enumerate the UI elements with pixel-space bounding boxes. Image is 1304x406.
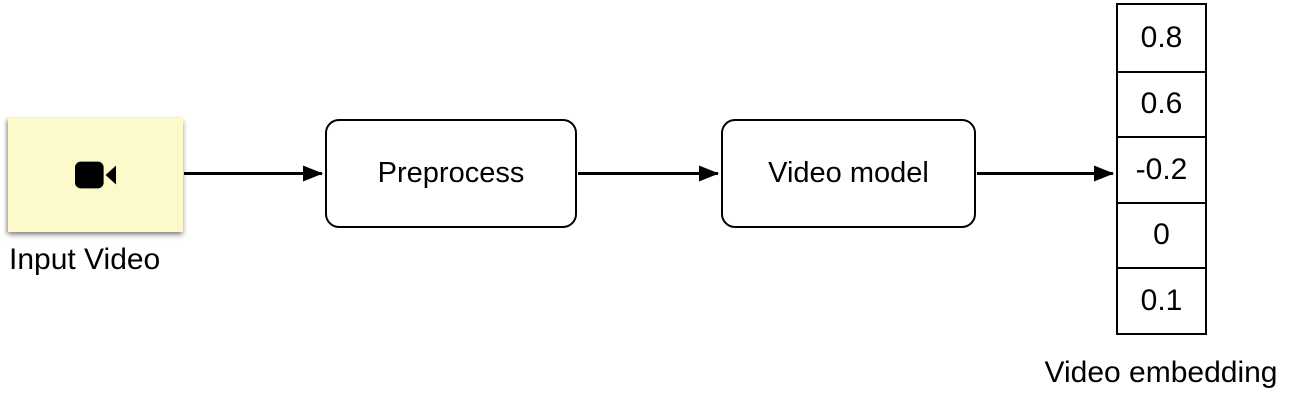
embedding-cell: 0.8: [1140, 20, 1183, 54]
embedding-cell: 0.1: [1118, 267, 1205, 333]
embedding-cell: -0.2: [1118, 136, 1205, 202]
embedding-cell: 0.6: [1118, 70, 1205, 137]
embedding-vector: 0.8 0.6 -0.2 0 0.1: [1116, 3, 1207, 335]
input-video-node: [8, 118, 183, 232]
video-model-label: Video model: [768, 157, 929, 189]
video-camera-icon: [74, 161, 116, 189]
preprocess-label: Preprocess: [377, 157, 525, 189]
embedding-label: Video embedding: [1044, 356, 1278, 389]
input-video-label: Input Video: [9, 243, 161, 276]
preprocess-node: Preprocess: [325, 119, 577, 228]
embedding-cell: 0: [1118, 201, 1205, 268]
video-model-node: Video model: [721, 119, 976, 228]
